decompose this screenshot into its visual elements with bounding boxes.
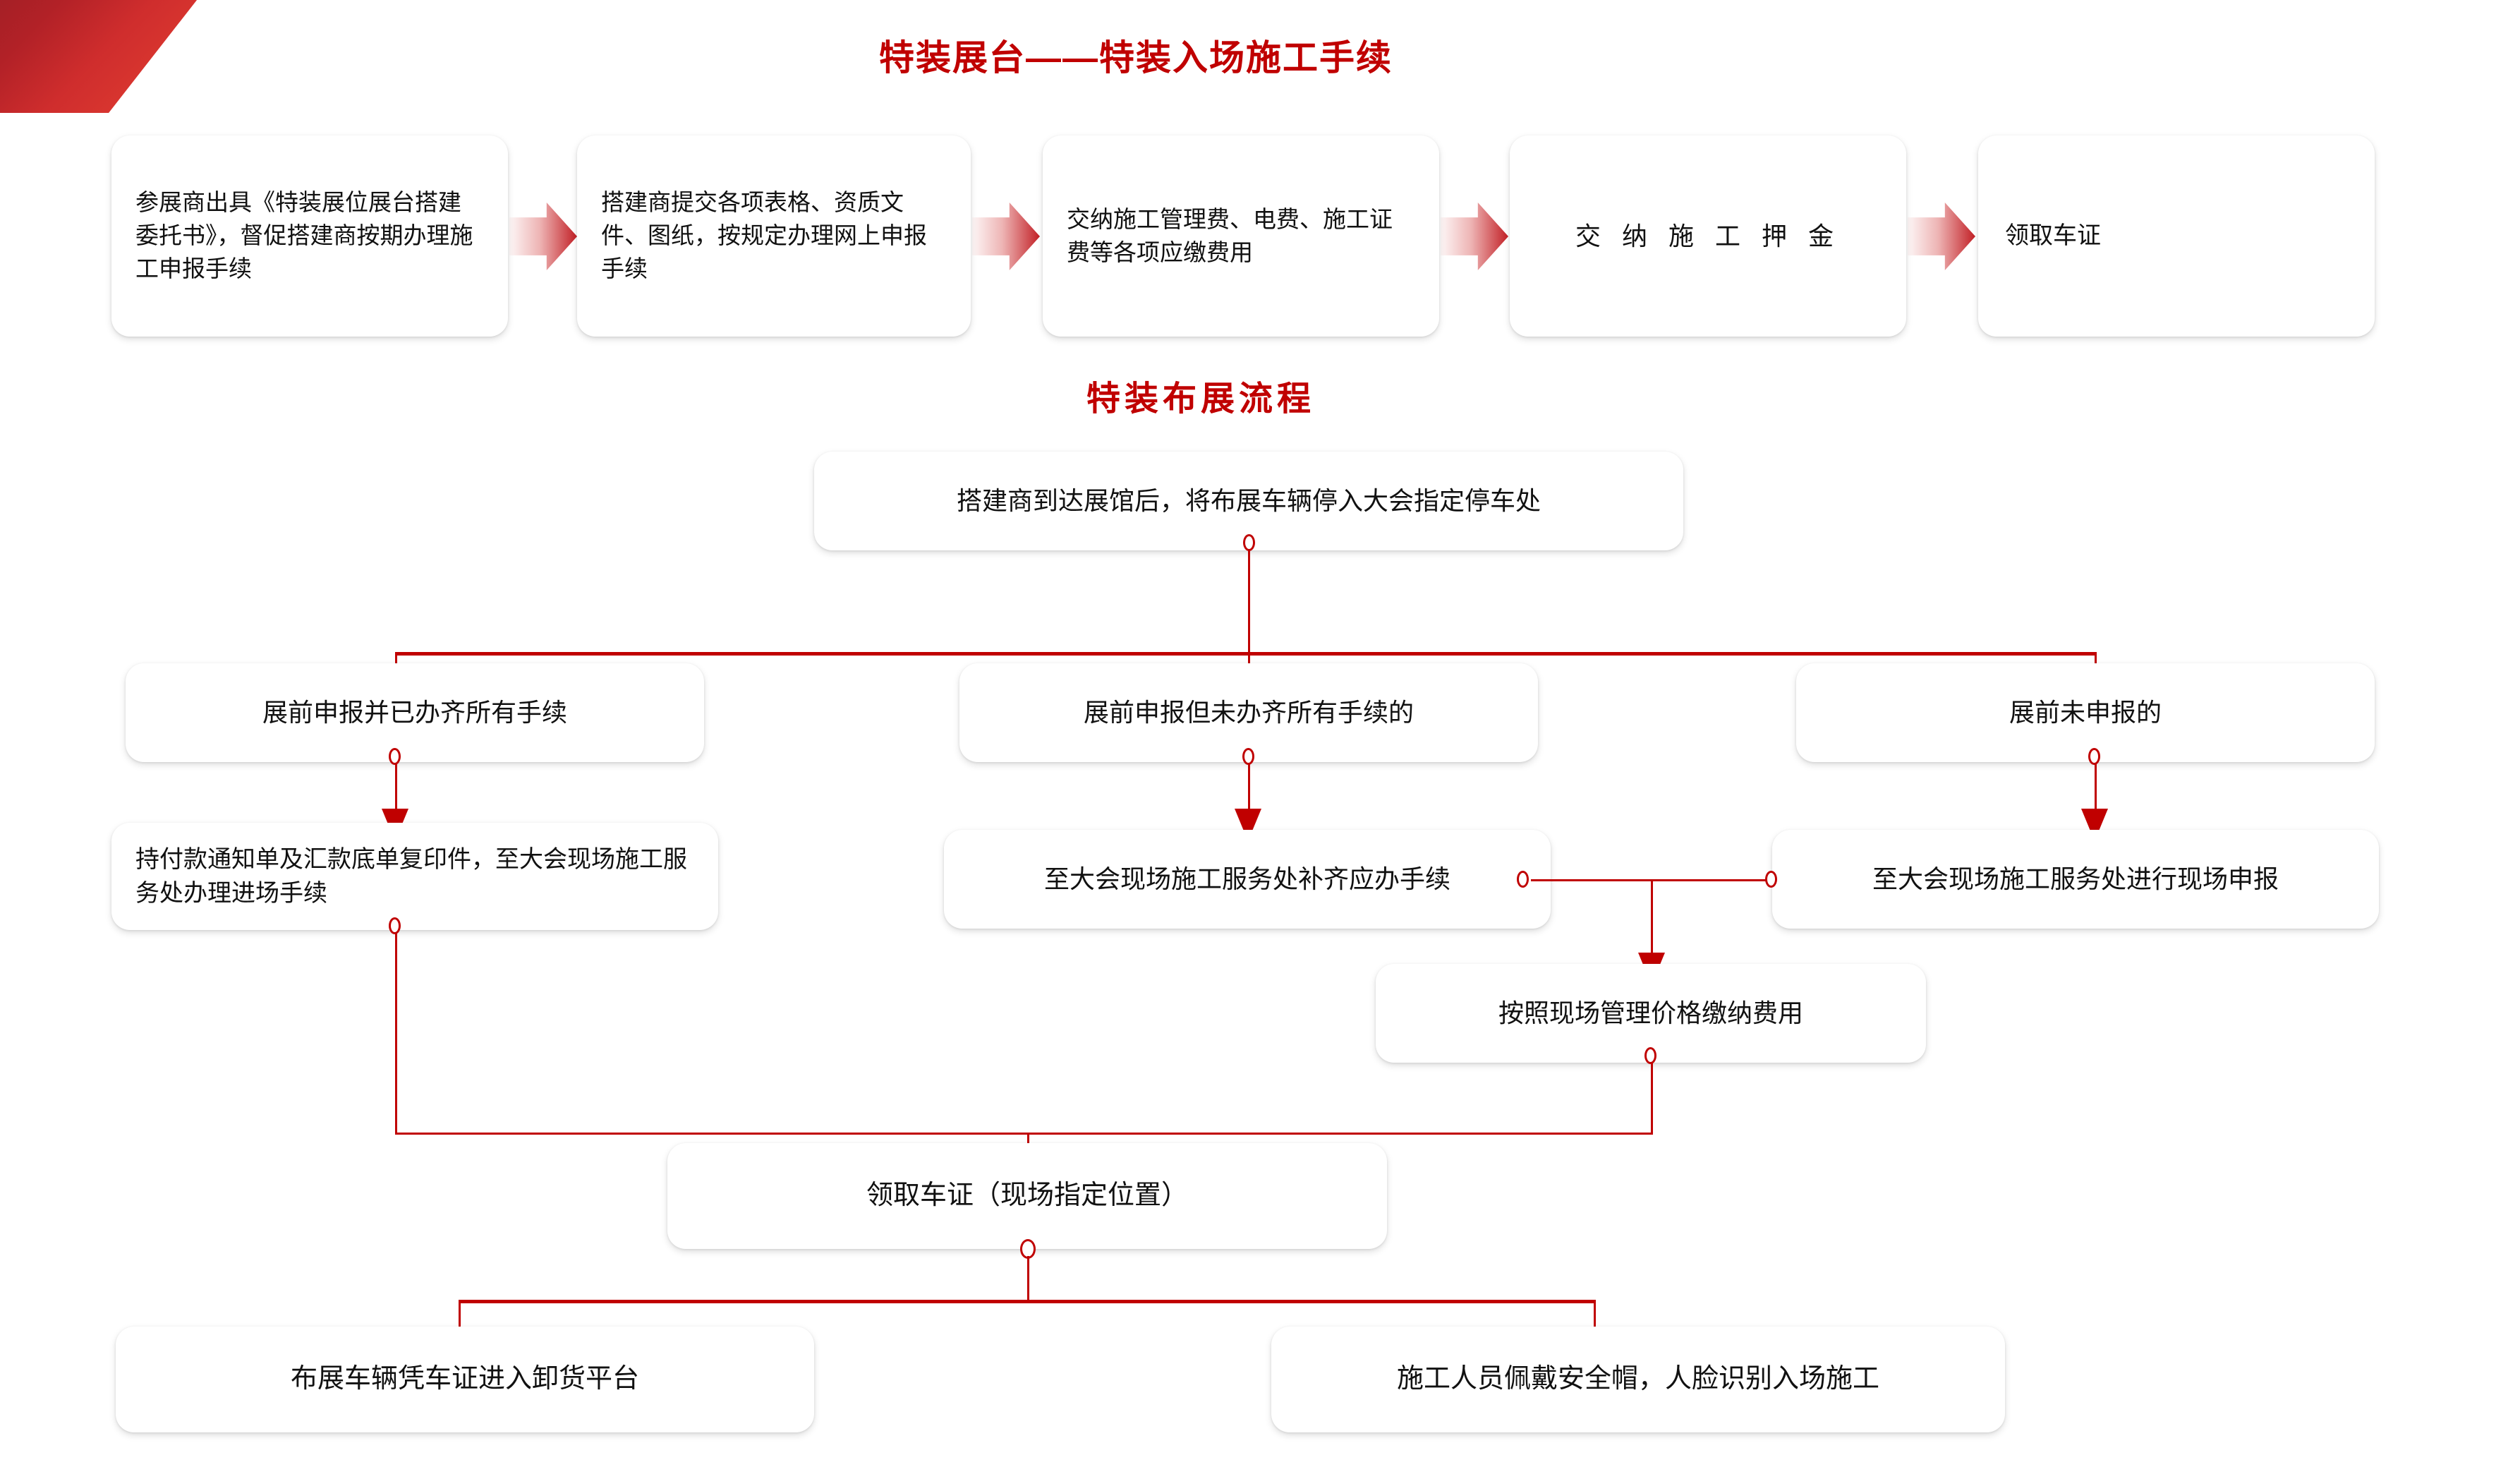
- connector-a-stem: [395, 763, 397, 811]
- connector-payment-long: [1651, 1063, 1653, 1135]
- connector-dot-icon-a: [389, 748, 401, 765]
- connector-dot-icon-a-bottom: [389, 917, 401, 934]
- chevron-right-icon-1: [509, 203, 577, 270]
- corner-red-shape: [0, 0, 230, 113]
- connector-merge-right: [1651, 879, 1767, 881]
- page-title-sub: 特装布展流程: [1086, 380, 1316, 418]
- chevron-right-icon-2: [972, 203, 1040, 270]
- flow-start-box[interactable]: 搭建商到达展馆后，将布展车辆停入大会指定停车处: [814, 452, 1683, 550]
- connector-outcome-stem: [1027, 1256, 1029, 1301]
- connector-b-stem: [1248, 763, 1250, 811]
- flow-branch-c-label: 展前未申报的: [2009, 698, 2162, 728]
- procedure-step-2-label: 搭建商提交各项表格、资质文件、图纸，按规定办理网上申报手续: [601, 189, 927, 282]
- procedure-step-1[interactable]: 参展商出具《特装展位展台搭建委托书》，督促搭建商按期办理施工申报手续: [111, 135, 508, 337]
- flow-action-b[interactable]: 至大会现场施工服务处补齐应办手续: [944, 830, 1551, 929]
- procedure-step-1-label: 参展商出具《特装展位展台搭建委托书》，督促搭建商按期办理施工申报手续: [135, 189, 473, 282]
- flow-branch-b[interactable]: 展前申报但未办齐所有手续的: [959, 663, 1538, 762]
- page-title-main: 特装展台——特装入场施工手续: [879, 38, 1393, 78]
- flow-action-c-label: 至大会现场施工服务处进行现场申报: [1872, 864, 2279, 894]
- connector-outcome-right-drop: [1594, 1300, 1596, 1349]
- procedure-step-5[interactable]: 领取车证: [1978, 135, 2375, 337]
- procedure-step-3-label: 交纳施工管理费、电费、施工证费等各项应缴费用: [1067, 205, 1393, 265]
- flow-outcome-right[interactable]: 施工人员佩戴安全帽，人脸识别入场施工: [1271, 1327, 2005, 1432]
- flow-start-label: 搭建商到达展馆后，将布展车辆停入大会指定停车处: [956, 486, 1541, 516]
- connector-outcome-left-drop: [459, 1300, 461, 1349]
- flow-branch-a-label: 展前申报并已办齐所有手续: [262, 698, 567, 728]
- flow-action-c[interactable]: 至大会现场施工服务处进行现场申报: [1772, 830, 2379, 929]
- connector-dot-icon-c: [2088, 748, 2100, 765]
- flow-pass-label: 领取车证（现场指定位置）: [866, 1181, 1188, 1211]
- connector-c-stem: [2095, 763, 2097, 811]
- flow-outcome-left[interactable]: 布展车辆凭车证进入卸货平台: [116, 1327, 814, 1432]
- connector-dot-icon-b-right: [1517, 871, 1529, 888]
- flow-branch-b-label: 展前申报但未办齐所有手续的: [1083, 698, 1414, 728]
- connector-merge-stem: [1651, 879, 1653, 955]
- connector-branch-bus: [395, 652, 2097, 656]
- connector-dot-icon-b: [1242, 748, 1254, 765]
- procedure-step-2[interactable]: 搭建商提交各项表格、资质文件、图纸，按规定办理网上申报手续: [577, 135, 971, 337]
- flow-branch-a[interactable]: 展前申报并已办齐所有手续: [126, 663, 704, 762]
- flow-action-b-label: 至大会现场施工服务处补齐应办手续: [1043, 864, 1450, 894]
- connector-pass-bus-left: [395, 1133, 1029, 1135]
- procedure-step-5-label: 领取车证: [2005, 222, 2101, 250]
- connector-merge-left: [1531, 879, 1651, 881]
- flow-outcome-left-label: 布展车辆凭车证进入卸货平台: [290, 1364, 639, 1394]
- chevron-right-icon-4: [1908, 203, 1975, 270]
- flow-branch-c[interactable]: 展前未申报的: [1796, 663, 2375, 762]
- connector-dot-icon-start: [1243, 534, 1255, 551]
- procedure-step-4[interactable]: 交 纳 施 工 押 金: [1510, 135, 1906, 337]
- connector-a-long: [395, 933, 397, 1135]
- chevron-right-icon-3: [1441, 203, 1508, 270]
- flow-pass-box[interactable]: 领取车证（现场指定位置）: [667, 1143, 1387, 1249]
- procedure-step-3[interactable]: 交纳施工管理费、电费、施工证费等各项应缴费用: [1043, 135, 1439, 337]
- connector-start-stem: [1248, 550, 1250, 653]
- flow-action-a[interactable]: 持付款通知单及汇款底单复印件，至大会现场施工服务处办理进场手续: [111, 823, 718, 930]
- connector-dot-icon-payment: [1644, 1047, 1656, 1064]
- connector-outcome-bus: [459, 1300, 1596, 1303]
- flow-payment-box[interactable]: 按照现场管理价格缴纳费用: [1376, 964, 1926, 1063]
- connector-pass-bus-right: [1027, 1133, 1652, 1135]
- flow-action-a-label: 持付款通知单及汇款底单复印件，至大会现场施工服务处办理进场手续: [135, 845, 687, 907]
- flow-payment-label: 按照现场管理价格缴纳费用: [1498, 998, 1803, 1028]
- procedure-step-4-label: 交 纳 施 工 押 金: [1575, 221, 1841, 250]
- flow-outcome-right-label: 施工人员佩戴安全帽，人脸识别入场施工: [1396, 1364, 1879, 1394]
- corner-decoration: [0, 0, 296, 113]
